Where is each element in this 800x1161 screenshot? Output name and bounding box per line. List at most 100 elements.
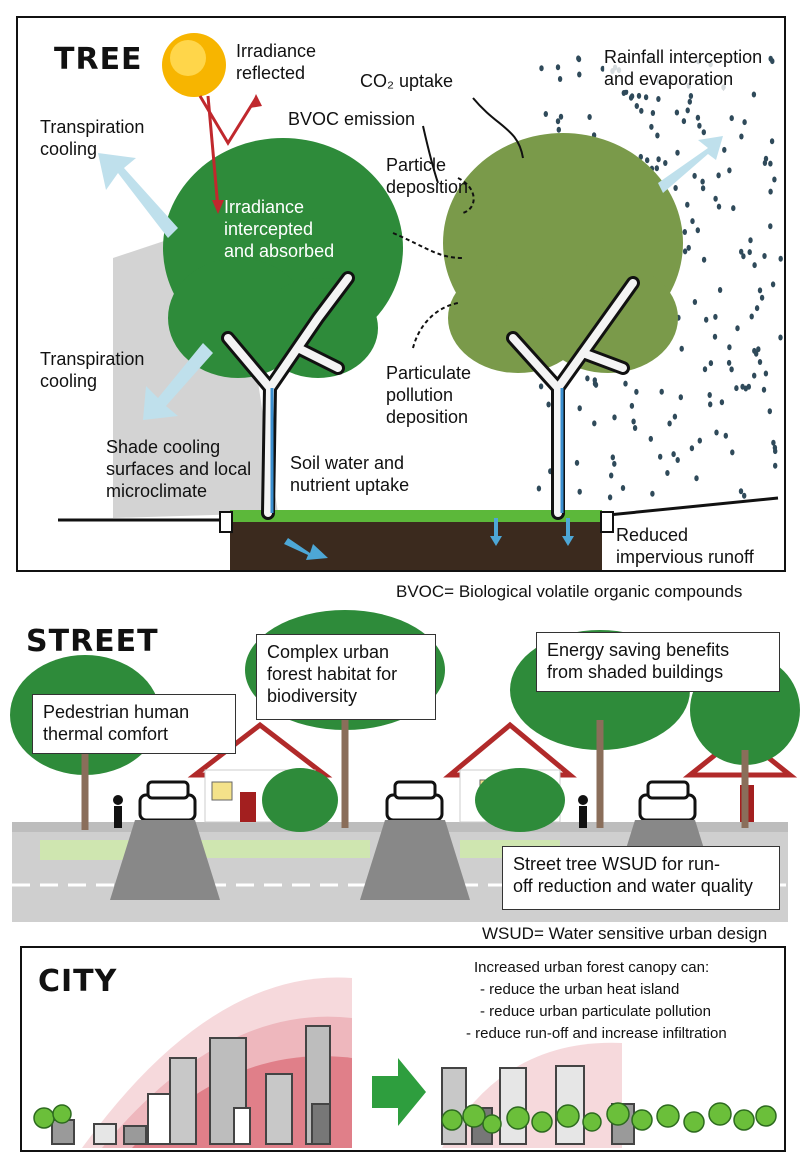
rain-drop [643, 94, 649, 101]
rain-drop [667, 420, 672, 427]
rain-drop [634, 103, 639, 109]
rain-drop [612, 414, 617, 421]
rain-drop [656, 96, 661, 102]
rain-drop [675, 457, 680, 463]
irradiance-absorbed-label: Irradiance intercepted and absorbed [224, 197, 335, 261]
benefit-item: - reduce urban particulate pollution [480, 1003, 711, 1020]
rain-drop [697, 437, 702, 444]
rain-drop [752, 372, 757, 379]
transpiration-arrow-bottom [143, 343, 213, 420]
cars [138, 780, 697, 822]
rain-drop [678, 394, 683, 401]
city-panel: CITY Increased urban forest canopy can: … [20, 946, 786, 1152]
evaporation-arrow [658, 136, 723, 193]
rain-drop [778, 255, 783, 262]
rain-drop [747, 249, 752, 256]
rain-drop [713, 313, 718, 320]
habitat-box: Complex urban forest habitat for biodive… [256, 634, 436, 720]
wsud-footnote: WSUD= Water sensitive urban design [482, 924, 768, 943]
bvoc-emission-label: BVOC emission [288, 109, 416, 129]
rain-drop [748, 237, 753, 244]
rain-drop [659, 388, 664, 395]
rain-drop [729, 366, 734, 373]
transpiration-top-label: Transpiration cooling [40, 117, 145, 159]
rain-drop [576, 56, 582, 63]
rain-drop [719, 399, 725, 406]
rain-drop [700, 178, 705, 185]
rain-drop [558, 113, 564, 120]
rain-drop [697, 122, 702, 129]
rain-drop [600, 65, 605, 72]
rain-drop [556, 126, 561, 133]
rain-drop [557, 76, 563, 82]
rain-drop [757, 287, 763, 294]
particulate-pollution-label: Particulate pollution deposition [386, 363, 472, 427]
rain-drop [739, 133, 744, 140]
rain-drop [735, 325, 740, 332]
rain-drop [700, 185, 706, 192]
rain-drop [687, 98, 692, 105]
rain-drop [751, 91, 757, 98]
rain-drop [695, 227, 700, 234]
rain-drop [713, 195, 718, 202]
rain-drop [716, 172, 721, 179]
rain-drop [628, 94, 634, 101]
rain-drop [714, 429, 719, 436]
rain-drop [685, 107, 690, 114]
rain-drop [727, 167, 732, 174]
rain-drop [772, 176, 777, 183]
benefit-item: - reduce run-off and increase infiltrati… [466, 1025, 727, 1042]
rain-drop [707, 392, 712, 398]
rain-drop [555, 64, 561, 71]
rain-drop [688, 93, 694, 99]
bvoc-footnote: BVOC= Biological volatile organic compou… [396, 582, 743, 601]
rain-drop [754, 305, 760, 312]
rain-drop [740, 383, 745, 390]
rain-drop [679, 345, 684, 352]
rain-drop [536, 485, 542, 492]
rain-drop [682, 229, 687, 235]
rain-drop [649, 123, 654, 130]
rain-drop [738, 488, 744, 495]
city-title: CITY [38, 964, 118, 999]
rain-drop [768, 188, 773, 195]
rain-drop [778, 334, 783, 341]
rain-drop [768, 55, 773, 62]
rain-drop [708, 401, 713, 408]
rain-drop [543, 111, 548, 117]
soil [230, 520, 602, 570]
rain-drop [612, 460, 617, 467]
rain-drop [681, 118, 687, 125]
rain-drop [742, 492, 747, 499]
rain-drop [708, 360, 714, 367]
rain-drop [770, 281, 776, 288]
rain-drop [694, 475, 699, 482]
rain-drop [739, 248, 744, 255]
rain-drop [623, 89, 629, 95]
rain-drop [727, 344, 732, 351]
rain-drop [675, 149, 680, 156]
rain-drop [672, 413, 678, 420]
rain-drop [701, 256, 707, 263]
rain-drop [763, 370, 769, 377]
rain-drop [648, 435, 653, 442]
rain-drop [731, 205, 736, 212]
rain-drop [761, 386, 767, 393]
rain-drop [685, 201, 690, 208]
rain-drop [587, 114, 592, 120]
rain-drop [592, 420, 597, 427]
rain-drop [742, 119, 747, 126]
transpiration-bottom-label: Transpiration cooling [40, 349, 145, 391]
rain-drop [717, 287, 723, 293]
rain-drop [639, 107, 644, 114]
rain-drop [658, 453, 663, 460]
rain-drop [692, 172, 697, 179]
rain-drop [610, 454, 615, 461]
rain-drop [773, 462, 778, 469]
rain-drop [712, 333, 718, 340]
rain-drop [749, 313, 754, 320]
rain-drop [665, 470, 670, 476]
rain-drop [767, 408, 772, 415]
rain-drop [631, 418, 636, 425]
rain-drop [716, 203, 722, 210]
